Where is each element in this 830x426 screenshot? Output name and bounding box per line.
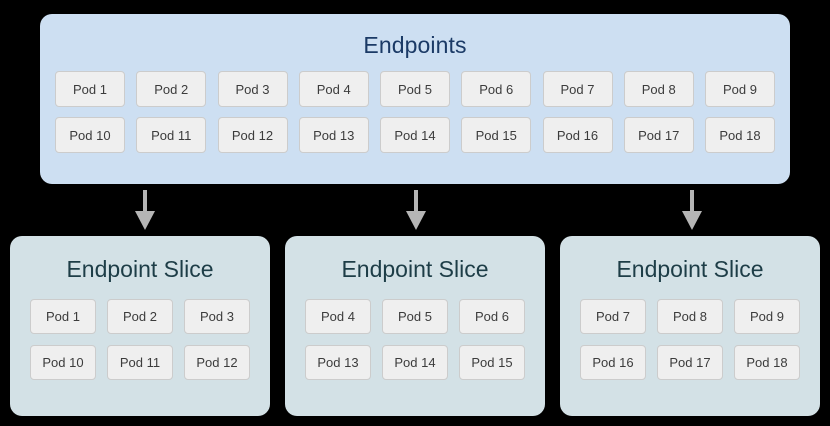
pod-box[interactable]: Pod 10 <box>55 117 125 153</box>
endpoint-slice-panel-2: Endpoint Slice Pod 4 Pod 5 Pod 6 Pod 13 … <box>285 236 545 416</box>
endpoints-panel: Endpoints Pod 1 Pod 2 Pod 3 Pod 4 Pod 5 … <box>40 14 790 184</box>
pod-box[interactable]: Pod 3 <box>184 299 250 334</box>
pod-box[interactable]: Pod 13 <box>298 117 369 153</box>
pod-box[interactable]: Pod 7 <box>542 71 613 107</box>
endpoint-slice-panel-1: Endpoint Slice Pod 1 Pod 2 Pod 3 Pod 10 … <box>10 236 270 416</box>
endpoints-pod-row: Pod 1 Pod 2 Pod 3 Pod 4 Pod 5 Pod 6 Pod … <box>55 71 775 107</box>
endpoint-slice-title: Endpoint Slice <box>66 256 214 282</box>
pod-box[interactable]: Pod 7 <box>580 299 646 334</box>
pod-box[interactable]: Pod 5 <box>382 299 448 334</box>
pod-box[interactable]: Pod 12 <box>217 117 288 153</box>
pod-box[interactable]: Pod 17 <box>623 117 694 153</box>
pod-box[interactable]: Pod 12 <box>184 345 250 380</box>
pod-box[interactable]: Pod 4 <box>298 71 369 107</box>
slice-pod-row: Pod 10 Pod 11 Pod 12 <box>30 345 250 380</box>
pod-box[interactable]: Pod 2 <box>107 299 173 334</box>
pod-box[interactable]: Pod 3 <box>217 71 288 107</box>
pod-box[interactable]: Pod 2 <box>136 71 207 107</box>
pod-box[interactable]: Pod 18 <box>705 117 775 153</box>
endpoints-title: Endpoints <box>363 32 467 58</box>
pod-box[interactable]: Pod 6 <box>461 71 532 107</box>
slice-pod-row: Pod 13 Pod 14 Pod 15 <box>305 345 525 380</box>
pod-box[interactable]: Pod 16 <box>580 345 646 380</box>
pod-box[interactable]: Pod 17 <box>657 345 723 380</box>
pod-box[interactable]: Pod 13 <box>305 345 371 380</box>
pod-box[interactable]: Pod 10 <box>30 345 96 380</box>
pod-box[interactable]: Pod 8 <box>657 299 723 334</box>
endpoint-slice-panel-3: Endpoint Slice Pod 7 Pod 8 Pod 9 Pod 16 … <box>560 236 820 416</box>
pod-box[interactable]: Pod 16 <box>542 117 613 153</box>
pod-box[interactable]: Pod 15 <box>459 345 525 380</box>
slice-pod-row: Pod 1 Pod 2 Pod 3 <box>30 299 250 334</box>
slice-pod-row: Pod 7 Pod 8 Pod 9 <box>580 299 800 334</box>
endpoints-pod-grid: Pod 1 Pod 2 Pod 3 Pod 4 Pod 5 Pod 6 Pod … <box>40 57 790 153</box>
arrow-down-icon <box>679 190 705 230</box>
slice-pod-grid: Pod 1 Pod 2 Pod 3 Pod 10 Pod 11 Pod 12 <box>10 281 270 380</box>
pod-box[interactable]: Pod 15 <box>461 117 532 153</box>
pod-box[interactable]: Pod 11 <box>136 117 207 153</box>
pod-box[interactable]: Pod 5 <box>380 71 450 107</box>
slice-pod-grid: Pod 4 Pod 5 Pod 6 Pod 13 Pod 14 Pod 15 <box>285 281 545 380</box>
arrow-down-icon <box>132 190 158 230</box>
slice-pod-row: Pod 4 Pod 5 Pod 6 <box>305 299 525 334</box>
pod-box[interactable]: Pod 8 <box>623 71 694 107</box>
pod-box[interactable]: Pod 1 <box>55 71 125 107</box>
slice-pod-grid: Pod 7 Pod 8 Pod 9 Pod 16 Pod 17 Pod 18 <box>560 281 820 380</box>
pod-box[interactable]: Pod 14 <box>380 117 450 153</box>
pod-box[interactable]: Pod 18 <box>734 345 800 380</box>
pod-box[interactable]: Pod 9 <box>734 299 800 334</box>
pod-box[interactable]: Pod 1 <box>30 299 96 334</box>
pod-box[interactable]: Pod 4 <box>305 299 371 334</box>
pod-box[interactable]: Pod 11 <box>107 345 173 380</box>
slice-pod-row: Pod 16 Pod 17 Pod 18 <box>580 345 800 380</box>
endpoint-slice-title: Endpoint Slice <box>616 256 764 282</box>
endpoint-slice-title: Endpoint Slice <box>341 256 489 282</box>
arrow-down-icon <box>403 190 429 230</box>
pod-box[interactable]: Pod 6 <box>459 299 525 334</box>
endpoints-pod-row: Pod 10 Pod 11 Pod 12 Pod 13 Pod 14 Pod 1… <box>55 117 775 153</box>
pod-box[interactable]: Pod 14 <box>382 345 448 380</box>
pod-box[interactable]: Pod 9 <box>705 71 775 107</box>
